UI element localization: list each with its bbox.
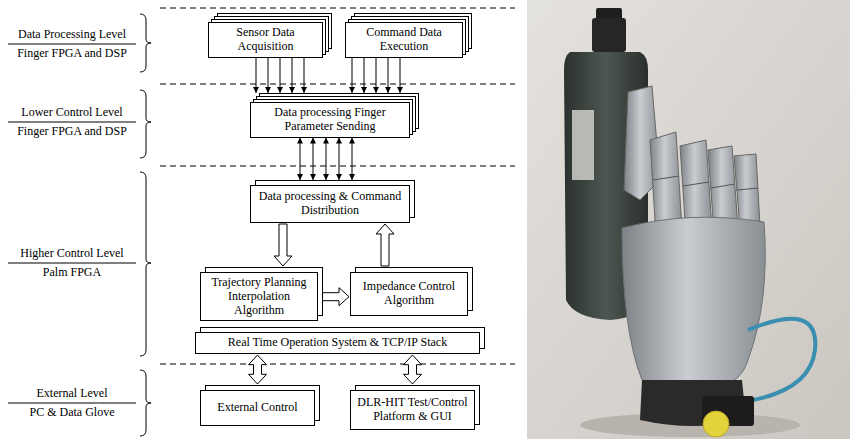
box-text: Command Data Execution — [351, 26, 457, 54]
level-rule — [8, 44, 136, 403]
arrow-line — [268, 58, 269, 93]
distribution-box: Data processing & Command Distribution — [250, 185, 410, 223]
arrow-line — [352, 58, 353, 93]
drill-sticker — [572, 110, 594, 180]
robot-hand-photo — [527, 0, 850, 439]
level-hardware: Finger FPGA and DSP — [4, 125, 140, 139]
brace — [140, 370, 151, 436]
finger-joints — [653, 176, 758, 190]
external-control-box: External Control — [200, 390, 315, 426]
level-rule — [8, 403, 136, 404]
cable — [742, 319, 815, 402]
finger-joint — [737, 188, 758, 190]
arrow-line — [339, 138, 340, 180]
level-name: Data Processing Level — [4, 28, 140, 42]
connector — [249, 355, 267, 384]
connector — [404, 355, 422, 384]
arrow-line — [326, 138, 327, 180]
box-text: Real Time Operation System & TCP/IP Stac… — [228, 336, 447, 350]
arrow-line — [292, 58, 293, 93]
platform-box: DLR-HIT Test/Control Platform & GUI — [350, 390, 475, 430]
level-name: Higher Control Level — [4, 247, 140, 261]
level-hardware: Finger FPGA and DSP — [4, 47, 140, 61]
level-separator — [160, 8, 515, 9]
block-arrow — [274, 224, 292, 266]
finger-joint — [711, 184, 735, 188]
block-arrow — [376, 224, 394, 266]
arrow-line — [400, 58, 401, 93]
box-text: Sensor Data Acquisition — [214, 26, 317, 54]
box-text: DLR-HIT Test/Control Platform & GUI — [356, 396, 469, 424]
impedance-box: Impedance Control Algorithm — [350, 272, 468, 316]
finger-joint — [653, 176, 679, 180]
level-separator — [160, 84, 515, 85]
connector — [256, 58, 304, 93]
box-text: Data processing & Command Distribution — [256, 190, 404, 218]
box-text: Data processing Finger Parameter Sending — [256, 106, 404, 134]
rtos-box: Real Time Operation System & TCP/IP Stac… — [195, 332, 480, 354]
level-separator — [160, 364, 515, 365]
brace — [140, 14, 151, 72]
finger-joint — [683, 182, 709, 186]
block-arrow — [404, 355, 422, 384]
connector — [319, 288, 349, 306]
sensor-box: Sensor Data Acquisition — [208, 22, 323, 58]
drill-chuck — [592, 18, 626, 52]
finger — [734, 154, 760, 228]
level-separator — [160, 166, 515, 167]
block-arrow — [319, 288, 349, 306]
finger-processing-box: Data processing Finger Parameter Sending — [250, 102, 410, 138]
brace — [140, 172, 151, 356]
level-rule — [8, 44, 136, 45]
brace — [140, 90, 151, 158]
level-hardware: Palm FPGA — [4, 266, 140, 280]
box-text: Trajectory Planning Interpolation Algori… — [206, 276, 312, 317]
connector — [300, 138, 352, 180]
arrow-line — [300, 138, 301, 180]
level-rule — [8, 263, 136, 264]
box-text: External Control — [217, 401, 297, 415]
trajectory-box: Trajectory Planning Interpolation Algori… — [200, 272, 318, 321]
arrow-line — [376, 58, 377, 93]
level-rule — [8, 122, 136, 123]
brace — [140, 14, 151, 436]
arrow-line — [364, 58, 365, 93]
arrow-line — [352, 138, 353, 180]
arrow-line — [388, 58, 389, 93]
command-box: Command Data Execution — [345, 22, 463, 58]
arrow-line — [313, 138, 314, 180]
box-text: Impedance Control Algorithm — [356, 280, 462, 308]
block-arrow — [249, 355, 267, 384]
level-hardware: PC & Data Glove — [4, 406, 140, 420]
level-separator — [160, 8, 515, 364]
connector — [352, 58, 400, 93]
arrow-line — [280, 58, 281, 93]
connector — [376, 224, 394, 266]
level-name: External Level — [4, 387, 140, 401]
level-name: Lower Control Level — [4, 106, 140, 120]
arrow-line — [256, 58, 257, 93]
arrow-line — [304, 58, 305, 93]
yellow-knob — [703, 411, 729, 437]
photo-background — [527, 0, 850, 439]
connector — [274, 224, 292, 266]
palm — [622, 217, 765, 392]
